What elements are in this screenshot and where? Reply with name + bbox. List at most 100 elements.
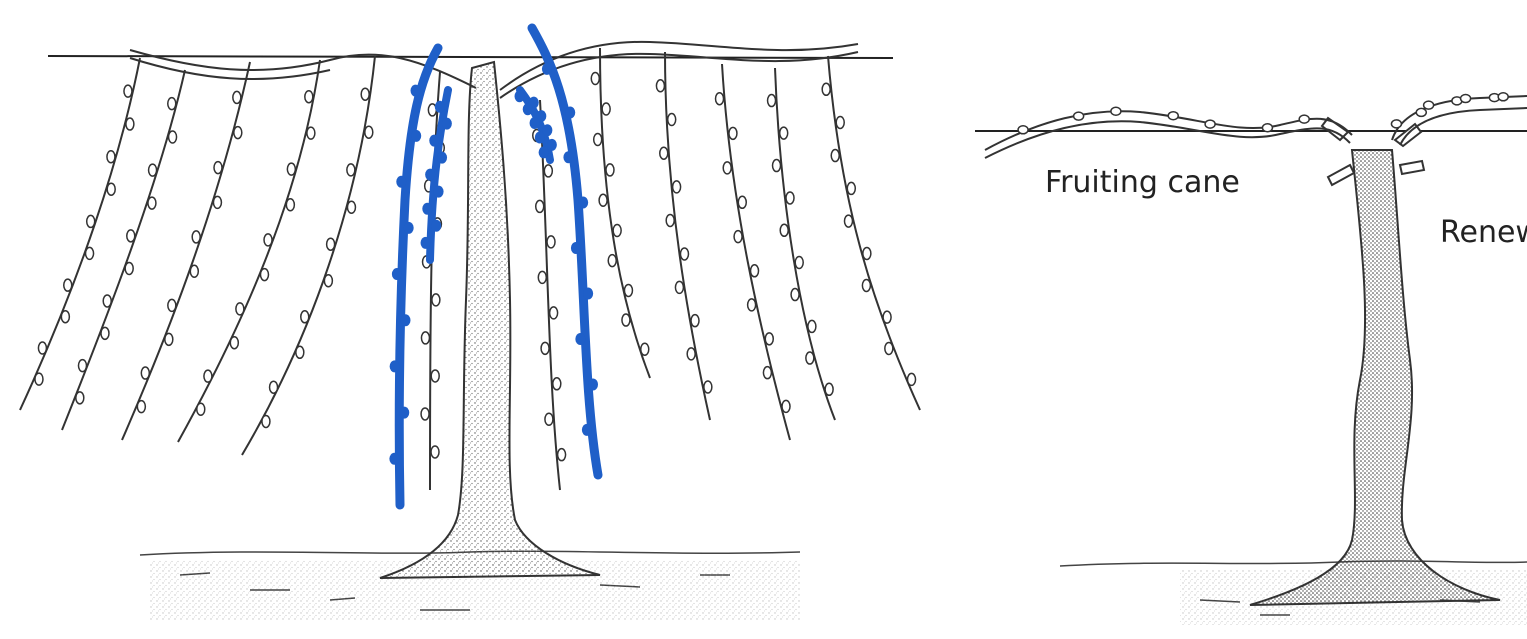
bud — [421, 408, 429, 420]
trellis-wire-left — [48, 56, 893, 58]
bud — [723, 162, 731, 174]
bud — [107, 151, 115, 163]
bud — [1498, 93, 1508, 101]
bud — [1074, 112, 1084, 120]
bud — [396, 176, 406, 188]
bud — [863, 247, 871, 259]
bud — [602, 103, 610, 115]
bud — [883, 311, 891, 323]
bud — [565, 106, 575, 118]
renewal-cane-blue — [532, 28, 598, 475]
bud — [429, 135, 439, 147]
bud — [124, 85, 132, 97]
bud — [613, 225, 621, 237]
bud — [411, 130, 421, 142]
cane — [20, 58, 140, 410]
bud — [844, 215, 852, 227]
bud — [575, 333, 585, 345]
bud — [86, 247, 94, 259]
bud — [806, 352, 814, 364]
bud — [230, 337, 238, 349]
bud — [780, 127, 788, 139]
bud — [558, 449, 566, 461]
bud — [563, 151, 573, 163]
bud — [831, 150, 839, 162]
bud — [675, 281, 683, 293]
bud — [691, 315, 699, 327]
cane — [775, 68, 835, 420]
bud — [204, 370, 212, 382]
bud — [169, 131, 177, 143]
bud — [608, 255, 616, 267]
bud — [773, 160, 781, 172]
bud — [515, 90, 525, 102]
bud — [35, 373, 43, 385]
bud — [763, 367, 771, 379]
bud — [76, 392, 84, 404]
bud — [541, 342, 549, 354]
bud — [213, 196, 221, 208]
label-renewal-cane: Renew — [1440, 215, 1527, 250]
bud — [421, 332, 429, 344]
bud — [431, 370, 439, 382]
bud — [1416, 108, 1426, 116]
bud — [885, 342, 893, 354]
bud — [287, 163, 295, 175]
bud — [795, 256, 803, 268]
bud — [716, 93, 724, 105]
bud — [270, 381, 278, 393]
bud — [192, 231, 200, 243]
bud — [168, 299, 176, 311]
bud — [535, 132, 545, 144]
bud — [687, 348, 695, 360]
bud — [347, 164, 355, 176]
bud — [748, 299, 756, 311]
bud — [751, 265, 759, 277]
bud — [704, 381, 712, 393]
bud — [606, 164, 614, 176]
bud — [168, 98, 176, 110]
bud — [542, 63, 552, 75]
bud — [624, 284, 632, 296]
bud — [148, 197, 156, 209]
bud — [641, 343, 649, 355]
cane — [600, 48, 650, 378]
bud — [149, 164, 157, 176]
bud — [765, 333, 773, 345]
bud — [791, 289, 799, 301]
bud — [862, 279, 870, 291]
bud — [307, 127, 315, 139]
bud — [361, 88, 369, 100]
bud — [126, 118, 134, 130]
bud — [571, 242, 581, 254]
bud — [545, 413, 553, 425]
bud — [404, 222, 414, 234]
bud — [1424, 101, 1434, 109]
bud — [305, 91, 313, 103]
bud — [389, 453, 399, 465]
bud — [1018, 126, 1028, 134]
bud — [808, 320, 816, 332]
bud — [38, 342, 46, 354]
bud — [107, 183, 115, 195]
bud — [236, 303, 244, 315]
bud — [666, 214, 674, 226]
bud — [324, 275, 332, 287]
bud — [539, 146, 549, 158]
bud — [582, 424, 592, 436]
bud — [87, 215, 95, 227]
bud — [547, 139, 557, 151]
bud — [127, 230, 135, 242]
bud — [101, 327, 109, 339]
bud — [1391, 120, 1401, 128]
bud — [1111, 107, 1121, 115]
bud — [425, 169, 435, 181]
cane — [665, 52, 710, 420]
bud — [680, 248, 688, 260]
bud — [421, 237, 431, 249]
bud — [1262, 124, 1272, 132]
bud — [103, 295, 111, 307]
bud — [437, 152, 447, 164]
cane — [122, 62, 250, 440]
